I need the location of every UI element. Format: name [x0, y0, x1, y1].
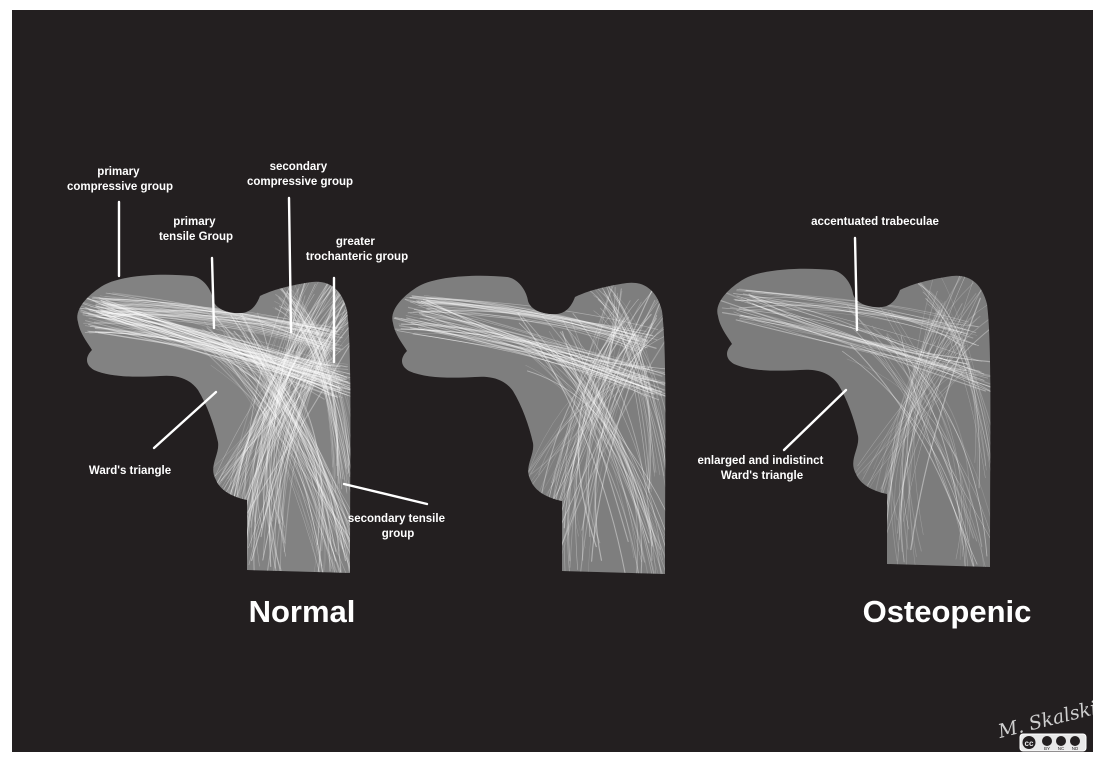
label-primary-compressive: primary compressive group: [67, 166, 173, 193]
label-wards-triangle: Ward's triangle: [89, 465, 171, 477]
caption-normal: Normal: [249, 594, 356, 629]
diagram-panel: primary compressive group primary tensil…: [12, 10, 1093, 752]
label-enlarged-wards: enlarged and indistinct Ward's triangle: [697, 455, 826, 482]
caption-osteopenic: Osteopenic: [863, 594, 1032, 629]
femur-intermediate: [392, 267, 686, 599]
license-badge: cc BY NC ND: [1020, 734, 1086, 751]
svg-text:BY: BY: [1044, 746, 1050, 751]
femur-trabecular-diagram: primary compressive group primary tensil…: [12, 10, 1093, 752]
leader-wards-triangle: [154, 392, 216, 448]
label-greater-trochanteric: greater trochanteric group: [306, 236, 408, 263]
label-secondary-tensile: secondary tensile group: [348, 513, 448, 540]
femur-osteopenic: [717, 261, 1003, 590]
leader-enlarged-wards: [784, 390, 846, 450]
label-primary-tensile: primary tensile Group: [159, 216, 233, 243]
label-secondary-compressive: secondary compressive group: [247, 161, 353, 188]
label-accentuated: accentuated trabeculae: [811, 216, 939, 228]
svg-text:cc: cc: [1025, 739, 1034, 748]
svg-text:ND: ND: [1072, 746, 1079, 751]
femur-normal: [77, 267, 371, 598]
svg-text:NC: NC: [1058, 746, 1065, 751]
leader-secondary-tensile: [344, 484, 427, 504]
